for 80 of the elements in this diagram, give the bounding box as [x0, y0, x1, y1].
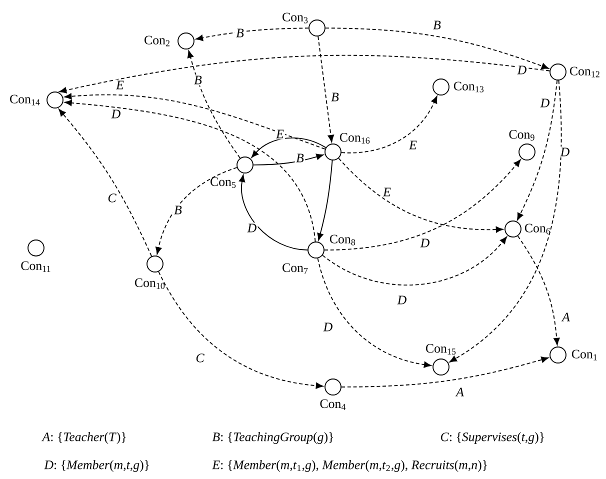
arrow [187, 50, 241, 159]
node-label: Con$_{9}$ [509, 130, 534, 141]
node-label: Con$_{11}$ [21, 261, 50, 272]
arrow [251, 137, 326, 158]
edge-label: B [236, 28, 244, 38]
edge-label: D [540, 98, 550, 108]
edge-label: B [174, 206, 182, 214]
arrow [158, 271, 324, 389]
node-circle [308, 20, 326, 36]
arrow [318, 36, 334, 142]
arrow [64, 100, 316, 242]
edge-label: B [296, 154, 304, 162]
edge-label: D [560, 148, 570, 156]
edge-label: D [323, 322, 332, 332]
node-circle [146, 256, 164, 272]
arrow [341, 356, 549, 388]
edge-label: D [247, 224, 256, 232]
arrow [338, 158, 504, 233]
edge-label: A [561, 312, 570, 322]
node-circle [518, 144, 536, 160]
node-circle [550, 64, 566, 80]
edge-label: D [397, 296, 406, 304]
edge-label: D [517, 66, 526, 74]
arrow [325, 28, 549, 70]
legend-text: B: {TeachingGroup(g)} [212, 432, 334, 444]
node-label: Con$_{2}$ [144, 36, 170, 46]
node-label: Con$_{12}$ [570, 66, 600, 78]
node-label: Con$_{5}$ [210, 177, 236, 188]
edge-label: D [111, 110, 120, 118]
arrow [64, 93, 326, 150]
node-circle [550, 346, 566, 364]
arrow [239, 174, 308, 250]
node-circle [178, 32, 194, 50]
edge-label: C [108, 194, 116, 202]
node-label: Con$_{8}$ [330, 234, 356, 246]
node-circle [432, 78, 450, 96]
node-label: Con$_{14}$ [10, 94, 40, 106]
legend-text: C: {Supervises(t,g)} [440, 432, 544, 444]
node-label: Con$_{4}$ [320, 399, 346, 410]
node-circle [324, 378, 342, 396]
node-label: Con$_{15}$ [426, 344, 456, 355]
arrow [340, 96, 438, 154]
edge-label: E [276, 130, 284, 138]
edge-label: B [433, 20, 441, 30]
edge-label: C [196, 354, 204, 362]
node-label: Con$_{13}$ [454, 82, 484, 92]
node-label: Con$_{3}$ [282, 12, 308, 24]
node-circle [28, 240, 44, 256]
arrow [196, 28, 309, 41]
arrow [517, 236, 560, 346]
legend-text: D: {Member(m,t,g)} [44, 460, 149, 472]
arrow [59, 54, 550, 94]
arrow [517, 80, 558, 220]
node-label: Con$_{16}$ [340, 133, 370, 144]
arrow [155, 167, 238, 254]
node-circle [432, 358, 450, 376]
arrow [317, 258, 432, 368]
node-circle [46, 92, 64, 108]
arrow [322, 236, 508, 286]
arrow [324, 159, 521, 250]
edge-label: E [408, 140, 417, 150]
node-label: Con$_{7}$ [282, 263, 308, 274]
node-circle [236, 156, 254, 174]
legend-text: E: {Member(m,t$_{1}$,g), Member(m,t$_{2}$,g), Recruits(m,n)} [212, 460, 487, 472]
arrow [317, 160, 333, 241]
arrow [449, 80, 562, 362]
node-label: Con$_{10}$ [135, 278, 165, 289]
node-circle [504, 220, 522, 238]
node-label: Con$_{1}$ [572, 350, 597, 360]
edge-label: B [331, 92, 339, 102]
edge-label: A [455, 388, 464, 396]
edge-label: D [420, 238, 430, 248]
edge-label: B [194, 76, 202, 84]
edge-label: E [382, 188, 391, 196]
node-circle [324, 144, 342, 160]
edge-label: E [116, 80, 124, 90]
node-circle [308, 242, 324, 258]
arrow [253, 154, 324, 166]
legend-text: A: {Teacher(T)} [42, 432, 126, 444]
arrow [58, 108, 152, 257]
